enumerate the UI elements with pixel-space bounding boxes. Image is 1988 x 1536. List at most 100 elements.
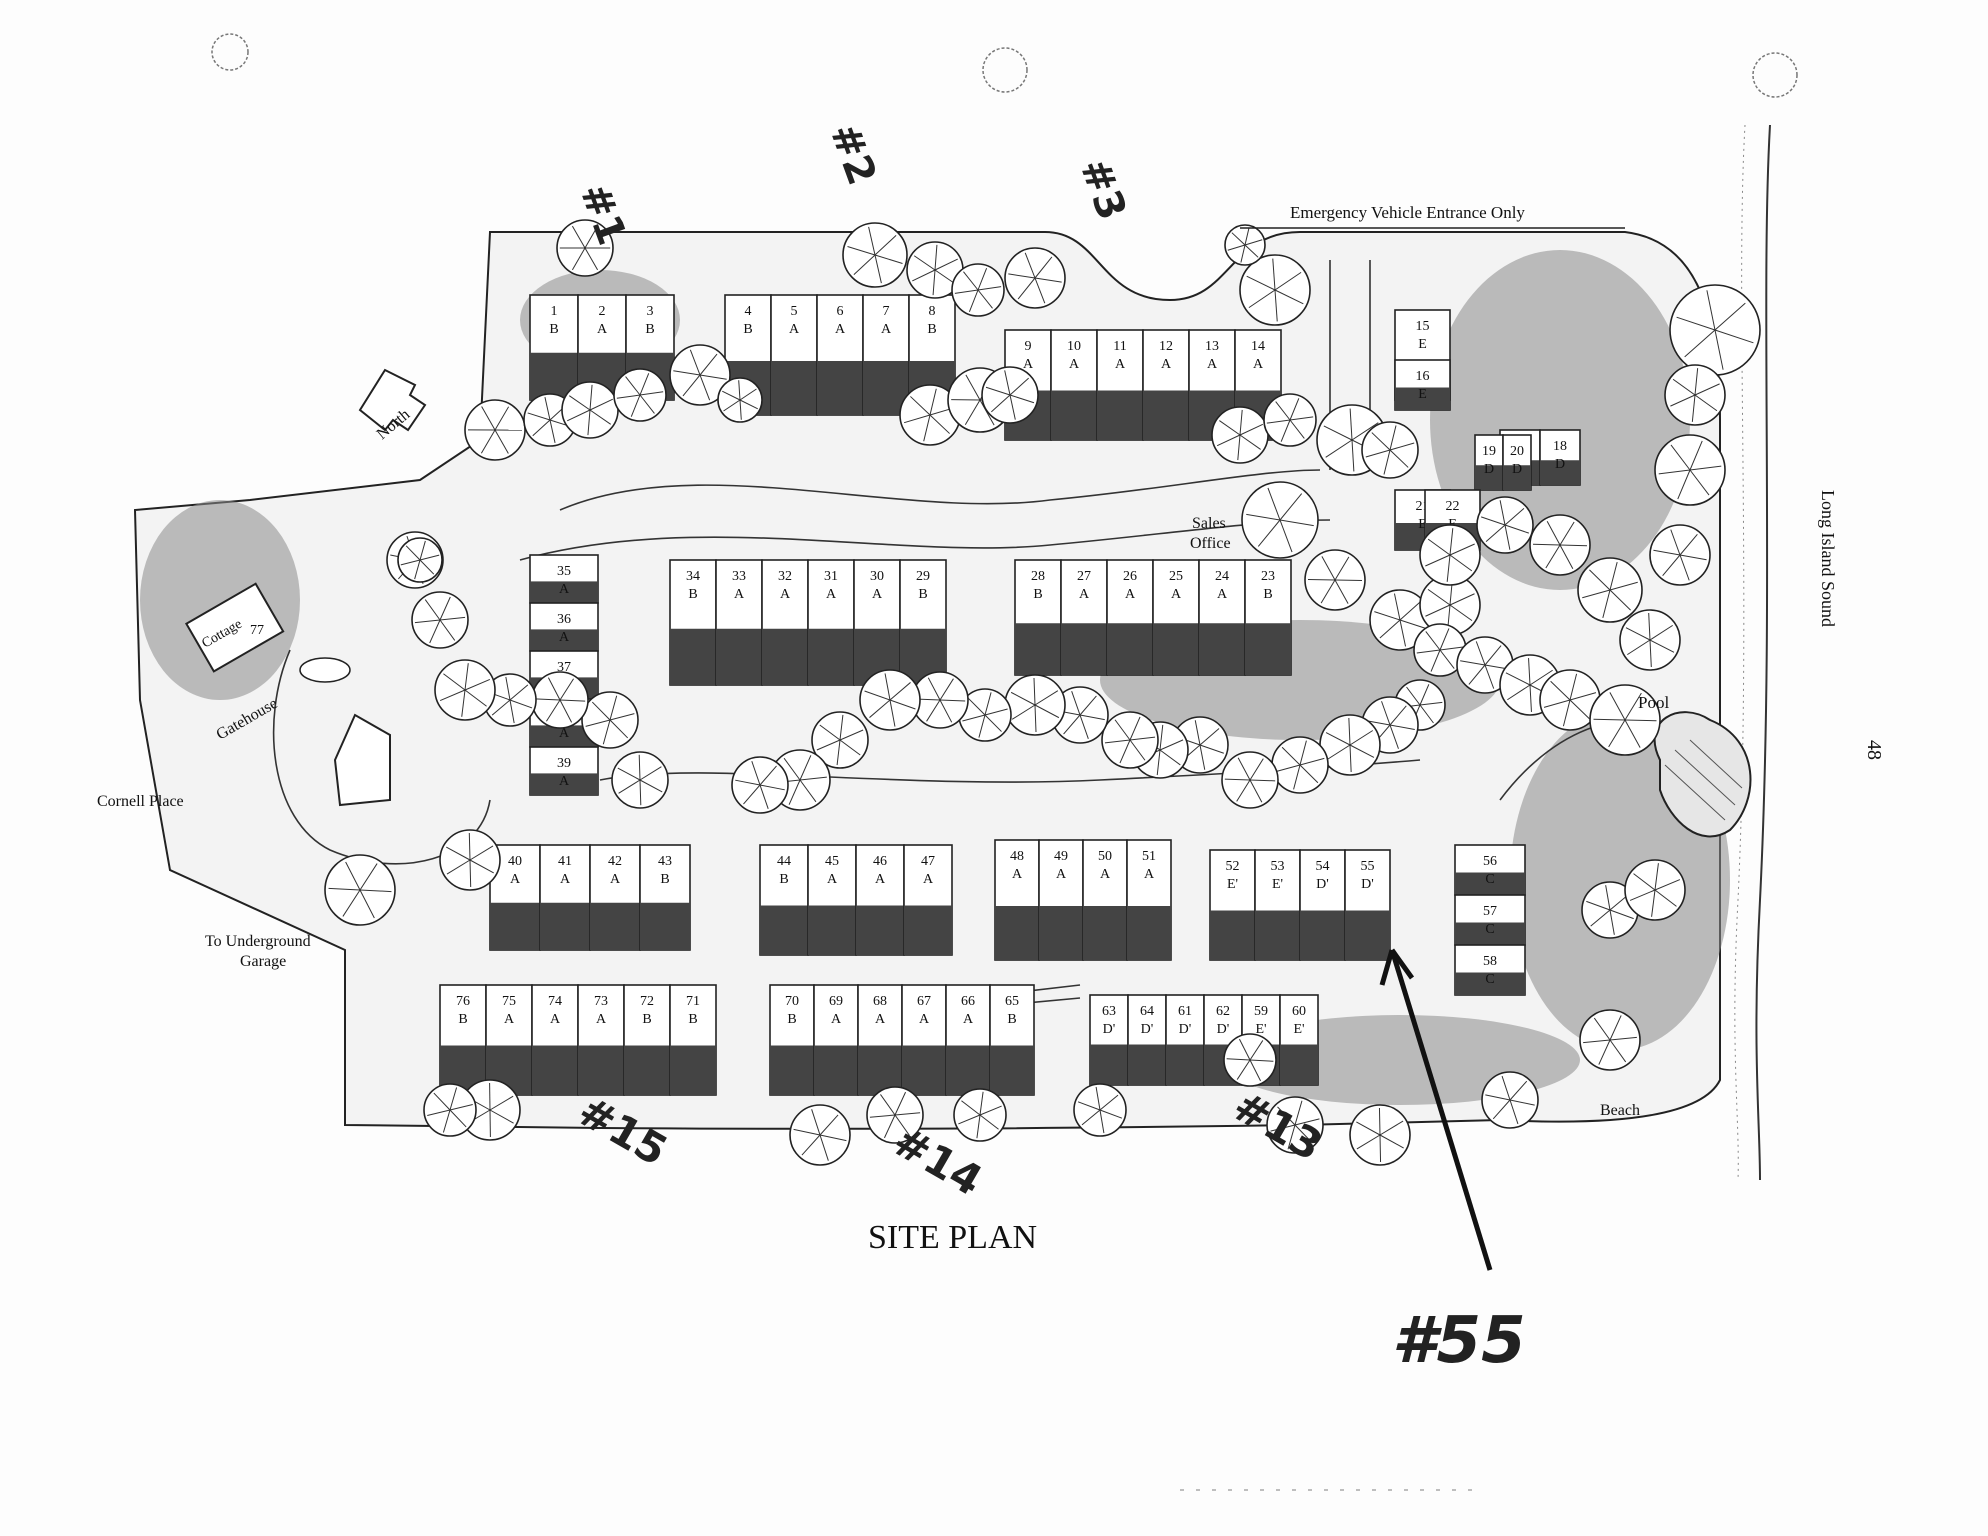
unit-72: 72B	[623, 984, 671, 1096]
unit-7: 7A	[862, 294, 910, 416]
unit-type: A	[610, 872, 621, 887]
unit-33: 33A	[715, 559, 763, 686]
unit-18: 18D	[1539, 429, 1581, 486]
unit-number: 61	[1178, 1004, 1192, 1019]
unit-number: 34	[686, 569, 700, 584]
unit-number: 32	[778, 569, 792, 584]
tree-icon	[1239, 254, 1311, 326]
unit-type: A	[1217, 587, 1228, 602]
unit-number: 31	[824, 569, 838, 584]
unit-number: 63	[1102, 1004, 1116, 1019]
tree-icon	[1624, 859, 1686, 921]
unit-number: 36	[557, 612, 571, 627]
tree-icon	[1579, 1009, 1641, 1071]
unit-44: 44B	[759, 844, 809, 956]
unit-roof	[817, 361, 863, 415]
tree-icon	[1266, 1096, 1324, 1154]
unit-number: 54	[1316, 859, 1330, 874]
unit-roof	[808, 905, 856, 955]
unit-71: 71B	[669, 984, 717, 1096]
unit-type: A	[875, 872, 886, 887]
unit-type: D'	[1217, 1022, 1230, 1037]
unit-68: 68A	[857, 984, 903, 1096]
unit-type: B	[787, 1012, 796, 1027]
unit-67: 67A	[901, 984, 947, 1096]
north-arrow-icon	[358, 368, 427, 432]
unit-roof	[1051, 390, 1097, 440]
unit-type: B	[660, 872, 669, 887]
unit-type: A	[1144, 867, 1155, 882]
unit-type: A	[826, 587, 837, 602]
unit-number: 5	[791, 304, 798, 319]
emergency-entrance-label: Emergency Vehicle Entrance Only	[1290, 203, 1525, 222]
underground-garage-label-1: To Underground	[205, 933, 311, 950]
unit-roof	[530, 725, 598, 747]
buildings: 1B2A3B4B5A6A7A8B9A10A11A12A13A14A34B33A3…	[439, 294, 1581, 1096]
unit-32: 32A	[761, 559, 809, 686]
unit-type: B	[642, 1012, 651, 1027]
unit-number: 43	[658, 854, 672, 869]
unit-roof	[1255, 910, 1300, 960]
unit-40: 40A	[489, 844, 541, 951]
unit-65: 65B	[989, 984, 1035, 1096]
unit-type: B	[918, 587, 927, 602]
annotation-arrow	[1389, 949, 1493, 1271]
unit-19: 19D	[1474, 434, 1504, 491]
unit-type: B	[927, 322, 936, 337]
unit-number: 3	[647, 304, 654, 319]
annotation-building-3: #3	[1071, 153, 1135, 226]
unit-35: 35A	[529, 554, 599, 604]
unit-45: 45A	[807, 844, 857, 956]
tree-icon	[1073, 1083, 1127, 1137]
unit-type: C	[1485, 972, 1494, 987]
unit-number: 69	[829, 994, 843, 1009]
cottage-number: 77	[250, 623, 264, 638]
tree-icon	[789, 1104, 851, 1166]
tree-icon	[1619, 609, 1681, 671]
unit-type: A	[881, 322, 892, 337]
unit-20: 20D	[1502, 434, 1532, 491]
unit-type: A	[780, 587, 791, 602]
unit-number: 35	[557, 564, 571, 579]
unit-29: 29B	[899, 559, 947, 686]
unit-roof	[1280, 1044, 1318, 1085]
unit-31: 31A	[807, 559, 855, 686]
unit-roof	[670, 1045, 716, 1095]
unit-60: 60E'	[1279, 994, 1319, 1086]
unit-roof	[1143, 390, 1189, 440]
unit-number: 49	[1054, 849, 1068, 864]
unit-39: 39A	[529, 746, 599, 796]
tree-icon	[1223, 1033, 1277, 1087]
unit-roof	[640, 902, 690, 950]
unit-26: 26A	[1106, 559, 1154, 676]
unit-24: 24A	[1198, 559, 1246, 676]
tree-icon	[1004, 674, 1066, 736]
unit-54: 54D'	[1299, 849, 1346, 961]
tree-icon	[324, 854, 396, 926]
tree-icon	[1589, 684, 1661, 756]
tree-icon	[811, 711, 869, 769]
unit-roof	[1039, 906, 1083, 960]
tree-icon	[1413, 623, 1467, 677]
unit-number: 16	[1416, 369, 1430, 384]
tree-icon	[439, 829, 501, 891]
tree-icon	[953, 1088, 1007, 1142]
tree-icon	[1224, 224, 1266, 266]
unit-type: D	[1512, 462, 1522, 477]
site-plan-title: SITE PLAN	[868, 1219, 1037, 1256]
unit-type: A	[559, 582, 570, 597]
tree-icon	[1304, 549, 1366, 611]
unit-10: 10A	[1050, 329, 1098, 441]
tree-icon	[1101, 711, 1159, 769]
unit-number: 72	[640, 994, 654, 1009]
unit-76: 76B	[439, 984, 487, 1096]
unit-type: D'	[1141, 1022, 1154, 1037]
unit-roof	[1210, 910, 1255, 960]
tree-icon	[859, 669, 921, 731]
unit-type: A	[597, 322, 608, 337]
unit-number: 7	[883, 304, 890, 319]
unit-type: B	[1033, 587, 1042, 602]
unit-roof	[1128, 1044, 1166, 1085]
unit-type: A	[1069, 357, 1080, 372]
unit-74: 74A	[531, 984, 579, 1096]
